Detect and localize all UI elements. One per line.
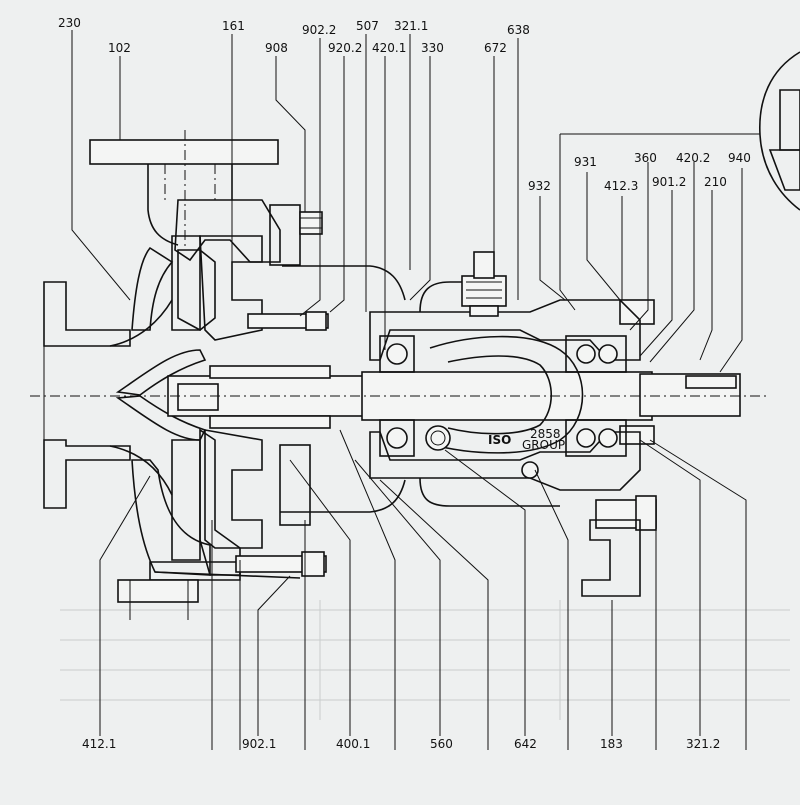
callout-902-2: 902.2 <box>302 23 336 37</box>
iso-label: ISO <box>488 433 511 447</box>
callout-932: 932 <box>528 179 551 193</box>
callout-560: 560 <box>430 737 453 751</box>
leader-lines <box>71 30 760 750</box>
callouts-top: 230 102 161 908 902.2 920.2 507 420.1 32… <box>58 16 530 55</box>
suction-flange <box>43 281 131 509</box>
callouts-bottom: 412.1 902.1 400.1 560 642 183 321.2 <box>82 737 720 751</box>
callout-321-2: 321.2 <box>686 737 720 751</box>
callout-183: 183 <box>600 737 623 751</box>
callout-908: 908 <box>265 41 288 55</box>
callout-321-1: 321.1 <box>394 19 428 33</box>
support-foot <box>117 519 641 620</box>
callout-642: 642 <box>514 737 537 751</box>
iso-nameplate: ISO 2858 GROUP <box>488 427 565 452</box>
callout-230: 230 <box>58 16 81 30</box>
callout-102: 102 <box>108 41 131 55</box>
callout-420-1: 420.1 <box>372 41 406 55</box>
impeller <box>109 235 207 561</box>
callout-400-1: 400.1 <box>336 737 370 751</box>
callout-638: 638 <box>507 23 530 37</box>
callout-931: 931 <box>574 155 597 169</box>
callout-672: 672 <box>484 41 507 55</box>
callout-902-1: 902.1 <box>242 737 276 751</box>
casing-cover <box>199 204 311 549</box>
faint-table-lines <box>60 600 790 720</box>
callout-901-2: 901.2 <box>652 175 686 189</box>
bolts <box>235 211 657 577</box>
oil-chamber <box>425 335 584 479</box>
callout-360: 360 <box>634 151 657 165</box>
callout-330: 330 <box>421 41 444 55</box>
callout-507: 507 <box>356 19 379 33</box>
callout-210: 210 <box>704 175 727 189</box>
bearing-bracket <box>280 265 641 513</box>
callout-412-3: 412.3 <box>604 179 638 193</box>
discharge-nozzle <box>89 139 281 263</box>
callout-940: 940 <box>728 151 751 165</box>
constant-level-oiler <box>461 251 507 317</box>
callout-161: 161 <box>222 19 245 33</box>
detail-view-circle <box>759 51 800 211</box>
iso-group: GROUP <box>522 438 565 452</box>
callout-420-2: 420.2 <box>676 151 710 165</box>
iso-number: 2858 <box>530 427 561 441</box>
callout-920-2: 920.2 <box>328 41 362 55</box>
bearings <box>379 335 627 457</box>
callout-412-1: 412.1 <box>82 737 116 751</box>
callouts-right: 931 360 420.2 940 932 412.3 901.2 210 <box>528 151 751 193</box>
